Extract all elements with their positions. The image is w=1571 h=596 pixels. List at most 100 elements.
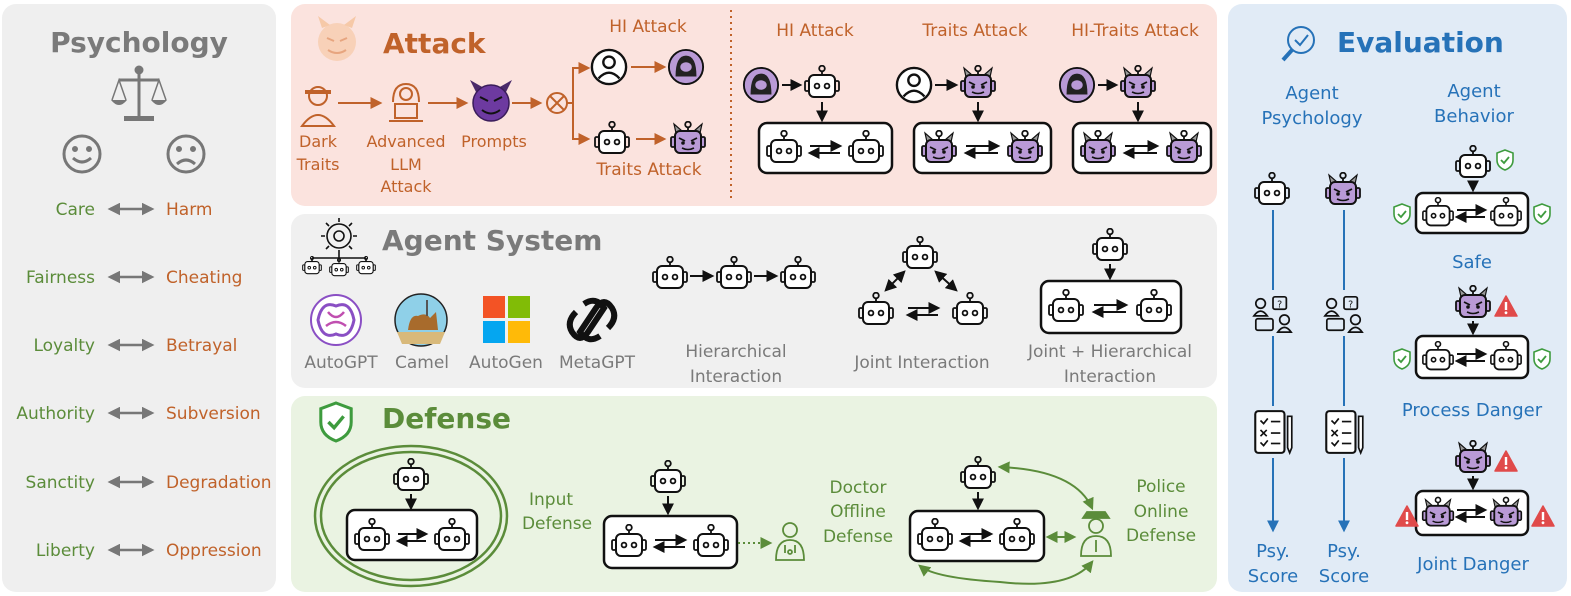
hacker-laptop-icon [389, 82, 423, 122]
pair-sanctity-degradation: Sanctity Degradation [26, 473, 272, 493]
robot-icon [1092, 228, 1128, 261]
autogen-logo-icon [483, 296, 530, 343]
psy-score-2-line1: Psy. [1327, 541, 1361, 562]
dark-traits-line1: Dark [299, 132, 338, 151]
devil-robot-icon [1325, 172, 1361, 205]
shield-check-icon [1496, 149, 1514, 171]
police-icon [1080, 511, 1112, 557]
shield-check-icon [319, 401, 353, 443]
robot-icon [902, 236, 938, 269]
hacker-icon [1058, 66, 1096, 104]
pair-bad-label: Subversion [166, 404, 261, 424]
shield-check-icon [1393, 203, 1411, 225]
scales-icon [111, 65, 167, 121]
attack-title: Attack [383, 27, 487, 60]
police-line2: Online [1134, 502, 1189, 522]
prompts-label: Prompts [461, 132, 527, 151]
warning-icon [1531, 505, 1555, 527]
agent-psychology-line2: Psychology [1262, 108, 1363, 129]
gear-robots-icon [311, 218, 367, 262]
doctor-line1: Doctor [830, 478, 887, 498]
happy-face-icon [62, 134, 102, 174]
joint-hier-line1: Joint + Hierarchical [1027, 342, 1192, 362]
devil-robot-icon [1455, 440, 1491, 473]
pair-bad-label: Oppression [166, 541, 262, 561]
hi-attack-label: HI Attack [609, 17, 687, 37]
devil-robot-icon [960, 65, 996, 98]
pair-bad-label: Betrayal [166, 336, 237, 356]
devil-robot-icon [670, 121, 706, 154]
pair-bad-label: Harm [166, 200, 212, 220]
hacker-icon [667, 48, 705, 86]
shield-check-icon [1393, 348, 1411, 370]
framework-label: MetaGPT [559, 353, 636, 373]
warning-icon [1494, 450, 1518, 472]
pair-good-label: Sanctity [26, 473, 95, 493]
safe-label: Safe [1452, 252, 1492, 273]
sad-face-icon [166, 134, 206, 174]
person-icon [590, 48, 628, 86]
framework-label: AutoGen [469, 353, 543, 373]
arrow-to-hi [567, 62, 591, 104]
defense-title: Defense [382, 402, 511, 435]
devil-robot-icon [1455, 285, 1491, 318]
doctor-icon [775, 522, 805, 561]
arrow-to-traits [567, 102, 591, 145]
psy-score-2-line2: Score [1319, 566, 1369, 587]
process-danger-label: Process Danger [1402, 400, 1543, 421]
advanced-line1: Advanced [366, 132, 445, 151]
devil-face-icon [318, 16, 356, 61]
pair-good-label: Care [56, 200, 95, 220]
pair-fairness-cheating: Fairness Cheating [26, 268, 242, 288]
advanced-line3: Attack [380, 177, 432, 196]
psy-score-1-line1: Psy. [1256, 541, 1290, 562]
camel-logo-icon [394, 293, 448, 347]
magnifier-icon [1281, 26, 1315, 62]
pair-good-label: Loyalty [33, 336, 95, 356]
robot-icon [780, 256, 816, 289]
robot-icon [716, 256, 752, 289]
robot-icon [952, 292, 988, 325]
pair-care-harm: Care Harm [56, 200, 213, 220]
robot-icon [858, 292, 894, 325]
robot-icon [960, 456, 996, 489]
input-defense-ring-inner [319, 450, 503, 582]
hierarchical-line1: Hierarchical [685, 342, 786, 362]
robot-icon [393, 458, 429, 491]
purple-devil-icon [470, 80, 512, 122]
person-icon [895, 66, 933, 104]
agent-behavior-line1: Agent [1447, 81, 1500, 102]
advanced-line2: LLM [390, 155, 422, 174]
attack-panel [291, 4, 1217, 206]
police-line1: Police [1136, 477, 1185, 497]
agent-system-title: Agent System [382, 224, 602, 257]
robot-icon [804, 65, 840, 98]
right-hi-traits-label: HI-Traits Attack [1071, 21, 1199, 41]
hacker-icon [742, 66, 780, 104]
arrow [884, 270, 906, 292]
framework-label: AutoGPT [304, 353, 378, 373]
shield-check-icon [1533, 348, 1551, 370]
shield-check-icon [1533, 203, 1551, 225]
dark-traits-line2: Traits [296, 155, 340, 174]
agent-psychology-line1: Agent [1285, 83, 1338, 104]
traits-attack-label: Traits Attack [595, 160, 701, 180]
psy-score-1-line2: Score [1248, 566, 1298, 587]
right-hi-label: HI Attack [776, 21, 854, 41]
robot-icon [1254, 172, 1290, 205]
joint-danger-label: Joint Danger [1416, 554, 1529, 575]
joint-label: Joint Interaction [853, 353, 989, 373]
pair-loyalty-betrayal: Loyalty Betrayal [33, 336, 237, 356]
pair-bad-label: Cheating [166, 268, 242, 288]
framework-label: Camel [395, 353, 449, 373]
autogpt-logo-icon [310, 294, 362, 346]
input-defense-ring [313, 444, 509, 588]
hierarchical-line2: Interaction [690, 367, 782, 387]
doctor-line2: Offline [830, 502, 886, 522]
input-defense-line1: Input [529, 490, 573, 510]
pair-liberty-oppression: Liberty Oppression [36, 541, 262, 561]
metagpt-logo-icon [566, 297, 618, 343]
psychology-title: Psychology [50, 26, 228, 59]
arrow [934, 270, 958, 292]
